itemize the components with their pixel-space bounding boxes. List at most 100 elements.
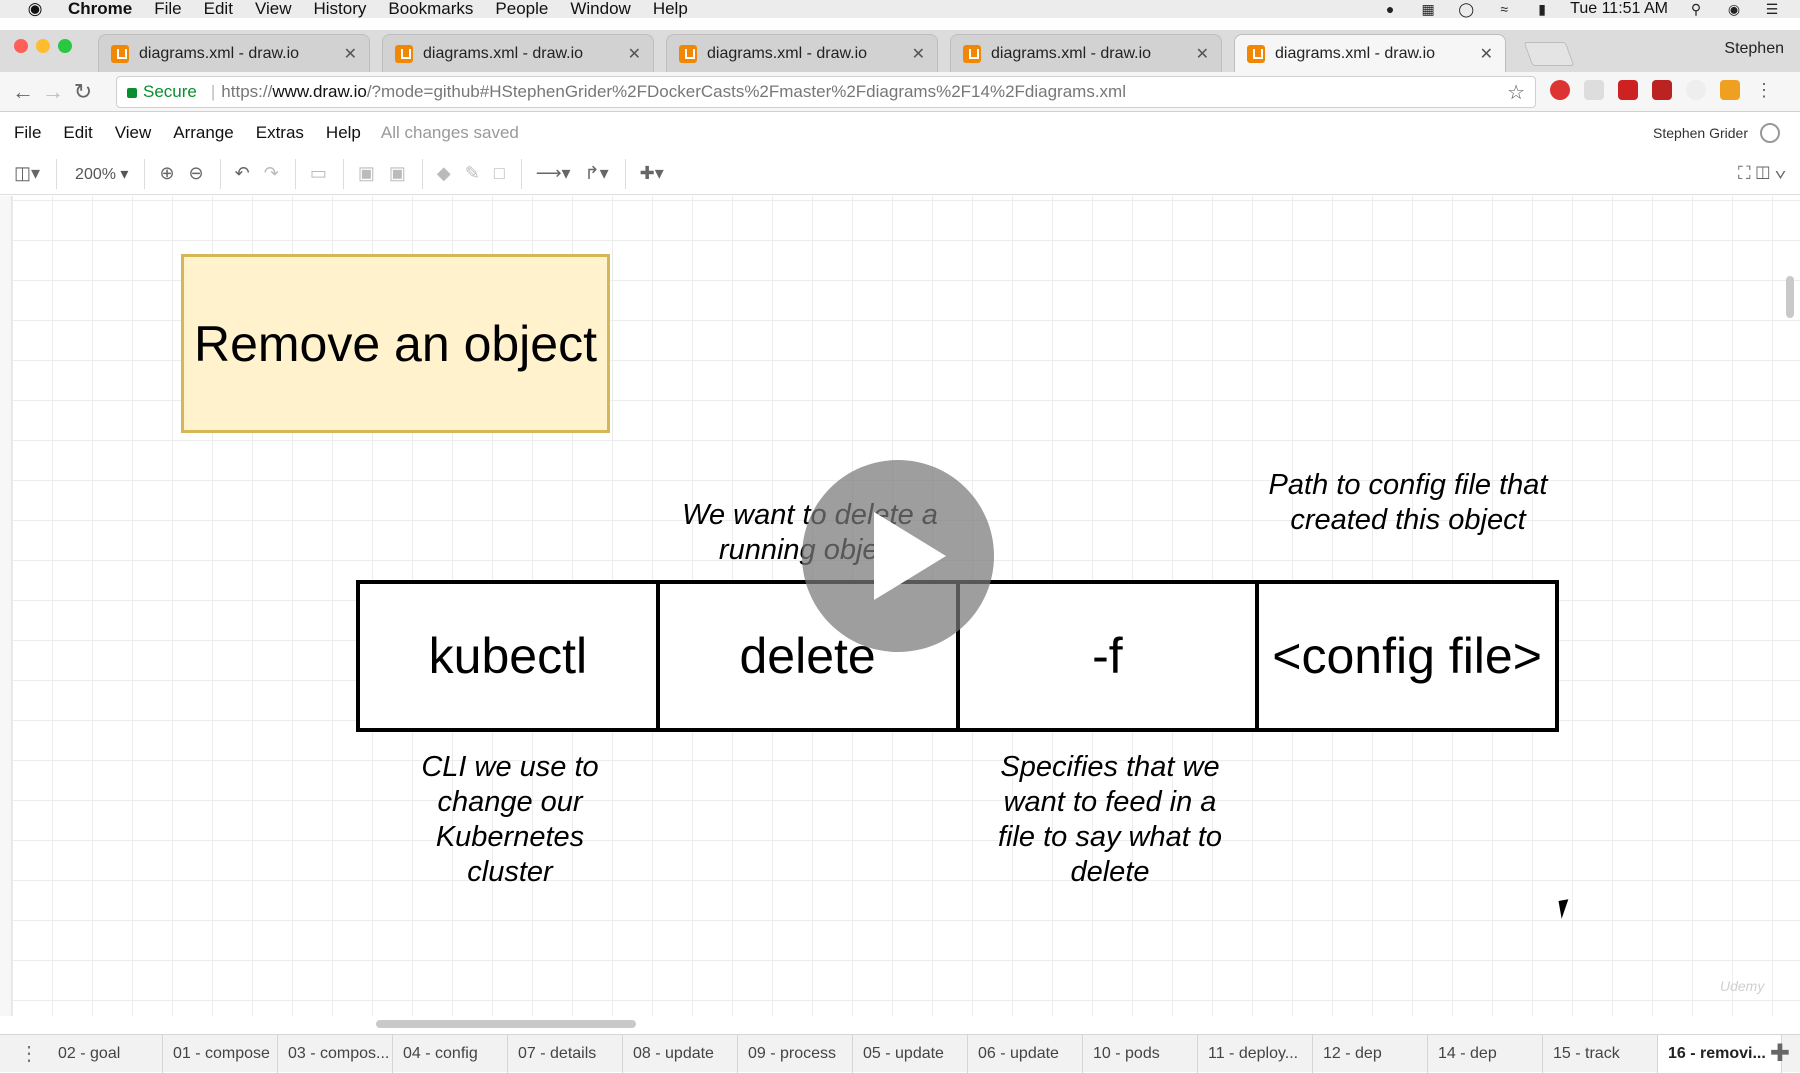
browser-tab[interactable]: diagrams.xml - draw.io ✕ [98, 34, 370, 72]
drawio-menu-file[interactable]: File [14, 123, 42, 142]
menu-file[interactable]: File [154, 0, 182, 18]
shield-extension-icon[interactable] [1652, 80, 1672, 100]
pages-menu-icon[interactable]: ⋮ [19, 1043, 39, 1065]
profile-name[interactable]: Stephen [1724, 40, 1784, 57]
undo-icon[interactable]: ↶ [234, 163, 250, 183]
app-status-icon[interactable]: ● [1385, 1, 1395, 17]
note-config-file[interactable]: Path to config file that created this ob… [1268, 469, 1548, 536]
zoom-dropdown[interactable]: 200% ▾ [75, 165, 129, 183]
video-play-icon[interactable] [802, 460, 994, 652]
insert-plus-icon[interactable]: ✚▾ [639, 163, 664, 183]
browser-tab-active[interactable]: diagrams.xml - draw.io ✕ [1234, 34, 1506, 72]
diagram-title[interactable]: Remove an object [181, 254, 610, 433]
close-icon[interactable]: ✕ [911, 45, 925, 63]
to-back-icon[interactable]: ▣ [388, 163, 406, 183]
zoom-in-icon[interactable]: ⊕ [159, 163, 175, 183]
zoom-window-button[interactable] [58, 39, 72, 53]
docker-icon[interactable]: ▦ [1421, 0, 1435, 17]
user-menu[interactable]: Stephen Grider [1653, 125, 1748, 141]
page-tab[interactable]: 08 - update [623, 1034, 738, 1073]
close-icon[interactable]: ✕ [627, 45, 641, 63]
browser-tab[interactable]: diagrams.xml - draw.io ✕ [382, 34, 654, 72]
address-bar[interactable]: Secure | https:// www.draw.io /?mode=git… [116, 76, 1536, 108]
browser-tab[interactable]: diagrams.xml - draw.io ✕ [950, 34, 1222, 72]
menu-help[interactable]: Help [652, 0, 688, 18]
line-color-icon[interactable]: ✎ [464, 163, 480, 183]
cell-kubectl[interactable]: kubectl [360, 584, 660, 728]
page-tab[interactable]: 02 - goal [48, 1034, 163, 1073]
page-tab[interactable]: 01 - compose [163, 1034, 278, 1073]
waypoints-icon[interactable]: ↱▾ [584, 163, 609, 183]
menu-app[interactable]: Chrome [68, 0, 133, 18]
drawio-menu-help[interactable]: Help [325, 123, 361, 142]
menu-view[interactable]: View [254, 0, 292, 18]
clock[interactable]: Tue 11:51 AM [1570, 0, 1668, 17]
add-page-icon[interactable]: ✚ [1769, 1040, 1790, 1067]
drawio-menu-extras[interactable]: Extras [255, 123, 304, 142]
close-icon[interactable]: ✕ [1479, 45, 1493, 63]
drawio-menu-view[interactable]: View [114, 123, 152, 142]
page-tab[interactable]: 14 - dep [1428, 1034, 1543, 1073]
fullscreen-icons[interactable]: ⛶ ◫ ∨ [1738, 163, 1786, 183]
zoom-out-icon[interactable]: ⊖ [188, 163, 204, 183]
page-tab[interactable]: 10 - pods [1083, 1034, 1198, 1073]
page-tab[interactable]: 06 - update [968, 1034, 1083, 1073]
page-tab[interactable]: 09 - process [738, 1034, 853, 1073]
grey-extension-icon[interactable] [1686, 80, 1706, 100]
fox-extension-icon[interactable] [1720, 80, 1740, 100]
siri-icon[interactable]: ◉ [1727, 0, 1741, 17]
wifi-icon[interactable]: ≈ [1500, 1, 1508, 17]
close-window-button[interactable] [14, 39, 28, 53]
bookmark-star-icon[interactable]: ☆ [1507, 81, 1525, 104]
page-tab[interactable]: 12 - dep [1313, 1034, 1428, 1073]
close-icon[interactable]: ✕ [343, 45, 357, 63]
page-tab[interactable]: 04 - config [393, 1034, 508, 1073]
spotlight-search-icon[interactable]: ⚲ [1690, 0, 1702, 17]
close-icon[interactable]: ✕ [1195, 45, 1209, 63]
forward-arrow-icon[interactable]: → [42, 78, 64, 104]
notification-list-icon[interactable]: ☰ [1765, 0, 1779, 17]
shadow-icon[interactable]: □ [493, 163, 505, 183]
red-extension-icon[interactable] [1618, 80, 1638, 100]
connection-icon[interactable]: ⟶▾ [535, 163, 571, 183]
page-tab[interactable]: 03 - compos... [278, 1034, 393, 1073]
redo-icon[interactable]: ↷ [263, 163, 279, 183]
back-arrow-icon[interactable]: ← [12, 78, 34, 104]
cell-config-file[interactable]: <config file> [1259, 584, 1555, 728]
minimize-window-button[interactable] [36, 39, 50, 53]
delete-icon[interactable]: ▭ [309, 163, 327, 183]
drawio-menu-arrange[interactable]: Arrange [173, 123, 234, 142]
menu-edit[interactable]: Edit [203, 0, 233, 18]
page-tab[interactable]: 15 - track [1543, 1034, 1658, 1073]
apple-icon[interactable]: ◉ [27, 0, 43, 18]
drawio-menu-edit[interactable]: Edit [63, 123, 93, 142]
format-panel-icon[interactable]: ◫▾ [14, 163, 41, 183]
cell-flag-f[interactable]: -f [959, 584, 1260, 728]
note-kubectl[interactable]: CLI we use to change our Kubernetes clus… [421, 751, 599, 888]
css-extension-icon[interactable] [1584, 80, 1604, 100]
vertical-scrollbar[interactable] [1786, 276, 1794, 318]
opera-extension-icon[interactable] [1550, 80, 1570, 100]
note-flag-f[interactable]: Specifies that we want to feed in a file… [997, 751, 1223, 888]
menu-people[interactable]: People [495, 0, 549, 18]
sidebar-collapsed[interactable] [0, 196, 12, 1016]
fill-color-icon[interactable]: ◆ [436, 163, 451, 183]
page-tab[interactable]: 07 - details [508, 1034, 623, 1073]
glasses-icon[interactable]: ◯ [1458, 0, 1474, 17]
menu-history[interactable]: History [313, 0, 367, 18]
browser-tab[interactable]: diagrams.xml - draw.io ✕ [666, 34, 938, 72]
battery-icon[interactable]: ▮ [1538, 0, 1547, 17]
chrome-menu-icon[interactable]: ⋮ [1755, 80, 1773, 100]
page-tab[interactable]: 11 - deploy... [1198, 1034, 1313, 1073]
menu-window[interactable]: Window [570, 0, 631, 18]
globe-icon[interactable] [1760, 123, 1780, 143]
horizontal-scrollbar[interactable] [376, 1020, 636, 1028]
toolbar-divider [624, 158, 626, 189]
page-tab[interactable]: 05 - update [853, 1034, 968, 1073]
secure-indicator[interactable]: Secure [127, 82, 197, 102]
new-tab-button[interactable] [1523, 42, 1575, 66]
page-tab-active[interactable]: 16 - removi... [1658, 1034, 1782, 1073]
menu-bookmarks[interactable]: Bookmarks [388, 0, 474, 18]
to-front-icon[interactable]: ▣ [357, 163, 375, 183]
reload-icon[interactable]: ↻ [73, 78, 93, 104]
